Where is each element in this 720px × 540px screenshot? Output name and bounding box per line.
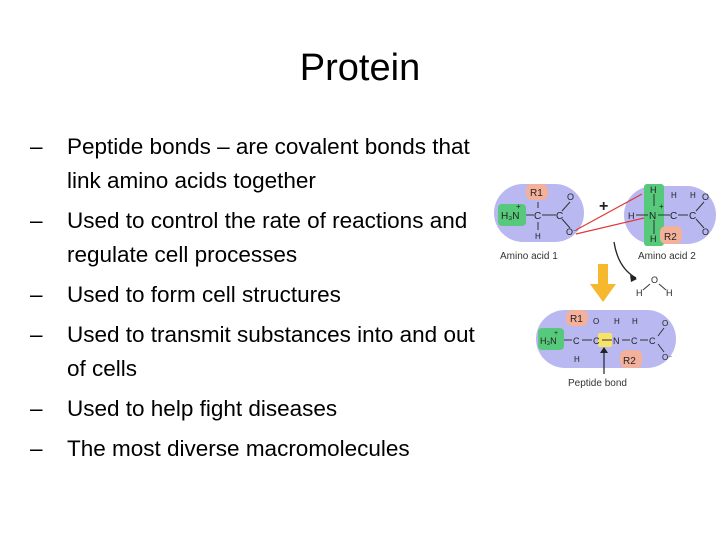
bullet-list: –Peptide bonds – are covalent bonds that… (30, 130, 490, 472)
bullet-text: The most diverse macromolecules (67, 436, 410, 461)
atom-label: H (650, 185, 657, 195)
bullet-text: Used to help fight diseases (67, 396, 338, 421)
atom-label: C (689, 211, 696, 222)
atom-label: H (632, 317, 638, 326)
atom-label: R1 (570, 314, 583, 325)
bullet-marker: – (30, 282, 43, 307)
atom-label: + (516, 202, 521, 211)
atom-label: C (573, 336, 580, 346)
atom-label: O⁻ (566, 227, 578, 237)
peptide-diagram: H₃N + C C R1 H O O⁻ Amino acid 1 + (494, 184, 716, 389)
bullet-marker: – (30, 436, 43, 461)
water-arrow-icon (613, 241, 637, 279)
atom-label: C (670, 211, 677, 222)
atom-label: H (650, 234, 657, 244)
bullet-item: –Used to help fight diseases (30, 392, 490, 426)
atom-label: H (666, 288, 673, 298)
bullet-text: Used to control the rate of reactions an… (67, 208, 468, 267)
bullet-text: Peptide bonds – are covalent bonds that … (67, 134, 470, 193)
atom-label: O (567, 192, 574, 202)
atom-label: H (574, 355, 580, 364)
atom-label: R2 (664, 232, 677, 243)
amino-acid-1: H₃N + C C R1 H O O⁻ (494, 184, 584, 242)
atom-label: O (651, 275, 658, 285)
bullet-text: Used to form cell structures (67, 282, 341, 307)
bullet-item: –Used to control the rate of reactions a… (30, 204, 490, 272)
atom-label: O (593, 317, 599, 326)
reaction-arrow-icon (590, 264, 616, 302)
amino-acid-2: H H N + H C H R2 C H O O (624, 184, 716, 246)
atom-label: H (628, 211, 635, 221)
atom-label: C (534, 211, 541, 222)
atom-label: + (554, 330, 558, 337)
atom-label: R1 (530, 188, 543, 199)
amino-group-1 (498, 204, 526, 226)
atom-label: C (649, 336, 656, 346)
atom-label: C (631, 336, 638, 346)
atom-label: O⁻ (662, 353, 672, 362)
dipeptide: H₃N + C R1 H C O N H C H R2 C O O⁻ (536, 310, 676, 368)
atom-label: O (662, 319, 668, 328)
amino-acid-1-label: Amino acid 1 (500, 251, 558, 262)
atom-label: R2 (623, 356, 636, 367)
atom-label: H (636, 288, 643, 298)
atom-label: H (535, 232, 541, 241)
atom-label: H₃N (540, 336, 557, 346)
atom-label: C (556, 211, 563, 222)
bullet-marker: – (30, 208, 43, 233)
bullet-marker: – (30, 322, 43, 347)
bullet-item: –Used to form cell structures (30, 278, 490, 312)
bullet-marker: – (30, 396, 43, 421)
plus-sign: + (599, 198, 608, 215)
atom-label: H₃N (501, 211, 520, 222)
amino-acid-1-blob (494, 184, 584, 242)
atom-label: + (659, 202, 664, 211)
atom-label: N (613, 336, 620, 346)
bullet-marker: – (30, 134, 43, 159)
bullet-item: –The most diverse macromolecules (30, 432, 490, 466)
peptide-bond-figure: H₃N + C C R1 H O O⁻ Amino acid 1 + (492, 178, 720, 398)
amino-group-dipeptide (538, 328, 564, 350)
bullet-text: Used to transmit substances into and out… (67, 322, 475, 381)
bullet-item: –Peptide bonds – are covalent bonds that… (30, 130, 490, 198)
atom-label: H (690, 191, 696, 200)
atom-label: O (702, 227, 709, 237)
bullet-item: –Used to transmit substances into and ou… (30, 318, 490, 386)
atom-label: N (649, 211, 656, 222)
r-group-2-dipeptide (620, 350, 642, 368)
atom-label: C (593, 336, 600, 346)
atom-label: O (702, 192, 709, 202)
amino-acid-2-label: Amino acid 2 (638, 251, 696, 262)
atom-label: H (671, 191, 677, 200)
r-group-1-dipeptide (566, 310, 588, 326)
atom-label: H (614, 317, 620, 326)
slide-title: Protein (299, 47, 421, 89)
connector-line (575, 217, 645, 235)
r-group-2 (660, 226, 682, 244)
amino-group-2 (644, 184, 664, 246)
r-group-1 (526, 184, 548, 200)
peptide-bond-label: Peptide bond (568, 378, 627, 389)
connector-line (575, 193, 643, 231)
water-molecule: O H H (636, 275, 673, 298)
